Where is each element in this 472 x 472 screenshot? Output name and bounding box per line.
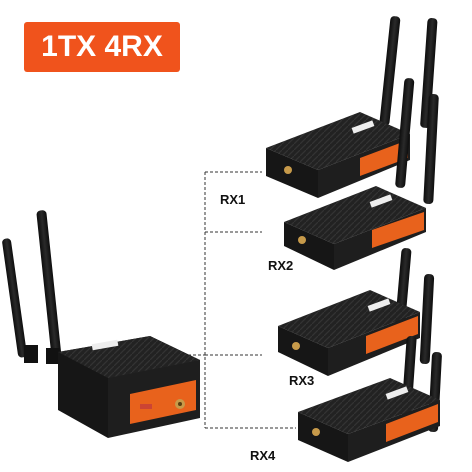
rx2-label: RX2 — [268, 258, 294, 273]
connection-lines — [178, 171, 296, 429]
rx1-label: RX1 — [220, 192, 246, 207]
receiver-device-2 — [284, 78, 439, 270]
receiver-device-3 — [278, 248, 435, 376]
badge-text: 1TX 4RX — [41, 30, 163, 63]
receiver-device-4 — [298, 336, 442, 462]
transmitter-device — [2, 210, 200, 438]
rx3-label: RX3 — [289, 373, 315, 388]
receiver-device-1 — [266, 16, 438, 198]
rx4-label: RX4 — [250, 448, 276, 463]
configuration-badge: 1TX 4RX — [24, 22, 180, 72]
